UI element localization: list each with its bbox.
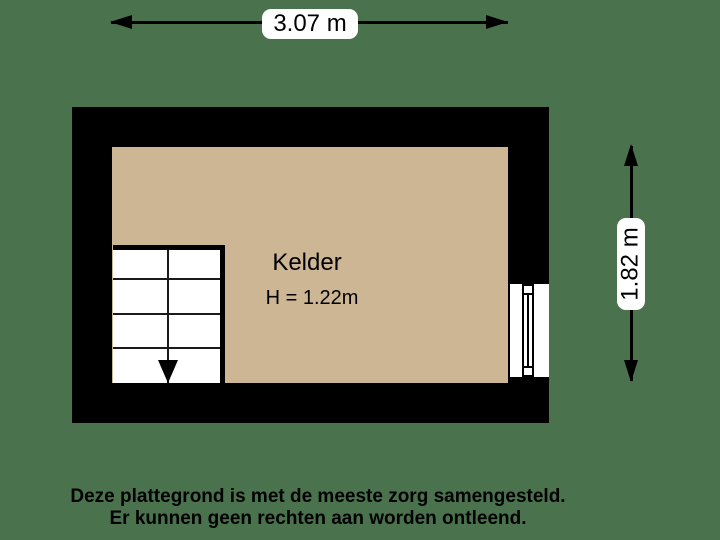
stair-tread-line bbox=[113, 313, 220, 315]
room-height-note: H = 1.22m bbox=[265, 287, 359, 309]
stair-tread-line bbox=[113, 278, 220, 280]
window bbox=[508, 284, 549, 377]
window-frame-cap-top bbox=[522, 284, 534, 295]
stairs-down-arrow-icon bbox=[158, 360, 178, 383]
window-inner-edge bbox=[508, 284, 510, 377]
disclaimer-line-2: Er kunnen geen rechten aan worden ontlee… bbox=[109, 508, 527, 529]
room-name: Kelder bbox=[272, 249, 342, 276]
height-dimension-label: 1.82 m bbox=[617, 218, 645, 310]
window-frame-cap-bottom bbox=[522, 366, 534, 377]
disclaimer: Deze plattegrond is met de meeste zorg s… bbox=[68, 486, 568, 530]
window-glazing-line bbox=[527, 295, 529, 366]
stair-tread-line bbox=[113, 347, 220, 349]
window-glazing-line bbox=[522, 295, 524, 366]
window-frame bbox=[522, 284, 534, 377]
width-dimension-text: 3.07 m bbox=[273, 10, 347, 37]
arrow-down-icon bbox=[624, 360, 638, 382]
window-glazing-line bbox=[532, 295, 534, 366]
arrow-up-icon bbox=[624, 144, 638, 166]
stairs bbox=[113, 245, 225, 383]
arrow-left-icon bbox=[110, 15, 132, 29]
stair-walkline bbox=[167, 250, 169, 383]
arrow-right-icon bbox=[486, 15, 508, 29]
width-dimension-label: 3.07 m bbox=[262, 9, 358, 39]
height-dimension-text: 1.82 m bbox=[617, 227, 644, 301]
disclaimer-line-1: Deze plattegrond is met de meeste zorg s… bbox=[70, 486, 566, 507]
